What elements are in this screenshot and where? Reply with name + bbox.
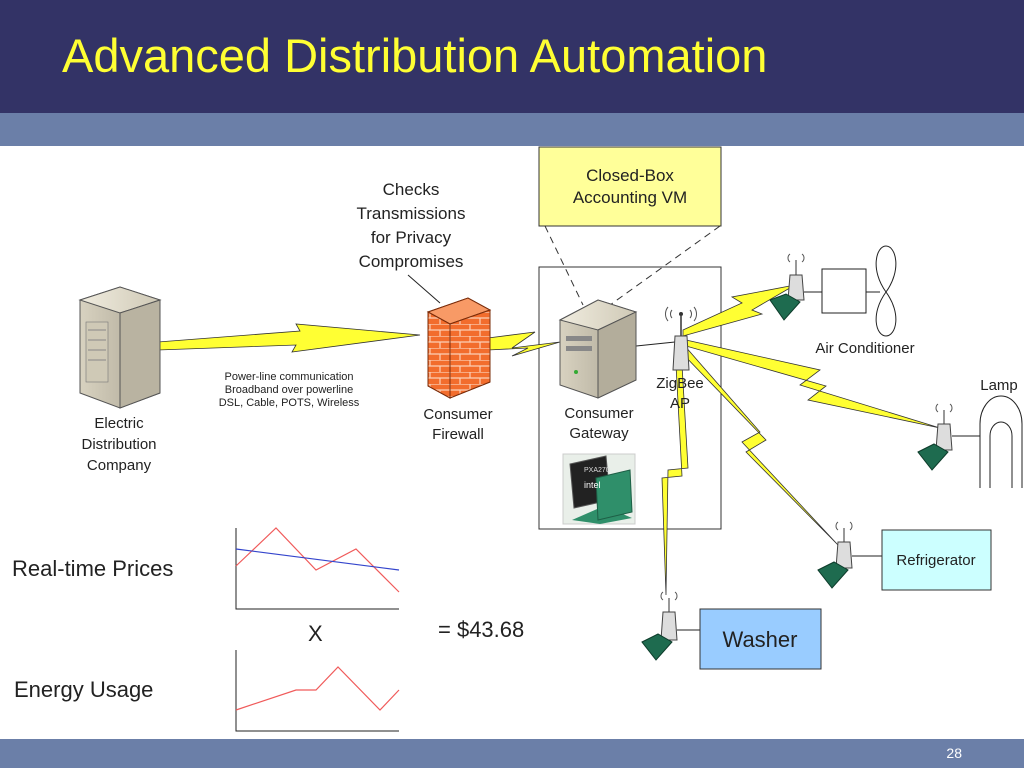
multiply-sign: X bbox=[308, 621, 323, 646]
vm-label-2: Accounting VM bbox=[573, 188, 687, 207]
company-label-1: Electric bbox=[94, 415, 144, 432]
checks-label-1: Checks bbox=[383, 180, 440, 199]
slide-number: 28 bbox=[946, 745, 962, 761]
zigbee-label-1: ZigBee bbox=[656, 375, 704, 392]
consumer-premises-box bbox=[538, 266, 722, 530]
ac-label: Air Conditioner bbox=[815, 340, 914, 357]
title-bar: Advanced Distribution Automation bbox=[0, 0, 1024, 113]
company-label-2: Distribution bbox=[81, 436, 156, 453]
refrigerator-zigbee-node-icon bbox=[817, 521, 853, 589]
gateway-label-1: Consumer bbox=[564, 405, 633, 422]
gateway-label-2: Gateway bbox=[569, 425, 629, 442]
gateway-server-icon bbox=[558, 299, 638, 399]
checks-label-2: Transmissions bbox=[357, 204, 466, 223]
company-server-icon bbox=[78, 286, 162, 409]
lamp-label: Lamp bbox=[980, 377, 1018, 394]
checks-label-3: for Privacy bbox=[371, 228, 452, 247]
zigbee-label-2: AP bbox=[670, 395, 690, 412]
usage-line bbox=[235, 666, 400, 711]
link-company-firewall bbox=[157, 323, 421, 353]
link-ap-washer bbox=[661, 364, 689, 596]
refrigerator-label: Refrigerator bbox=[896, 552, 975, 569]
washer-box bbox=[699, 608, 822, 670]
vm-callout-left bbox=[544, 225, 584, 306]
ac-zigbee-node-icon bbox=[769, 253, 805, 321]
prices-chart bbox=[235, 527, 400, 610]
price-line bbox=[235, 527, 400, 593]
refrigerator-box bbox=[881, 529, 992, 591]
link-firewall-gateway bbox=[487, 331, 561, 357]
price-trend-line bbox=[235, 548, 400, 571]
link-label-3: DSL, Cable, POTS, Wireless bbox=[219, 397, 360, 409]
accounting-vm-box bbox=[538, 146, 722, 227]
checks-pointer bbox=[407, 274, 441, 304]
link-label-1: Power-line communication bbox=[225, 371, 354, 383]
lamp-bulb-icon bbox=[979, 395, 1023, 488]
checks-label-4: Compromises bbox=[359, 252, 464, 271]
link-ap-lamp bbox=[685, 339, 941, 429]
vm-callout-right bbox=[609, 225, 721, 306]
intel-chip-icon: PXA270 intel bbox=[562, 453, 636, 525]
firewall-label-1: Consumer bbox=[423, 406, 492, 423]
zigbee-ap-icon bbox=[664, 306, 698, 371]
company-label-3: Company bbox=[87, 457, 152, 474]
firewall-label-2: Firewall bbox=[432, 426, 484, 443]
vm-label-1: Closed-Box bbox=[586, 166, 674, 185]
footer-bar: 28 bbox=[0, 739, 1024, 768]
link-label-2: Broadband over powerline bbox=[225, 384, 353, 396]
prices-label: Real-time Prices bbox=[12, 556, 173, 581]
ac-unit-box bbox=[821, 268, 867, 314]
chip-brand: intel bbox=[584, 480, 601, 490]
usage-chart bbox=[235, 650, 400, 732]
chip-model: PXA270 bbox=[584, 467, 610, 474]
washer-zigbee-node-icon bbox=[641, 591, 678, 661]
lamp-zigbee-node-icon bbox=[917, 403, 953, 471]
usage-label: Energy Usage bbox=[14, 677, 153, 702]
total-cost: = $43.68 bbox=[438, 617, 524, 642]
firewall-icon bbox=[426, 297, 492, 399]
fan-icon bbox=[866, 245, 897, 337]
washer-label: Washer bbox=[723, 627, 798, 652]
link-ap-ac bbox=[682, 284, 796, 337]
link-ap-refrigerator bbox=[678, 344, 839, 546]
title-underband bbox=[0, 113, 1024, 146]
slide-title: Advanced Distribution Automation bbox=[62, 29, 768, 82]
